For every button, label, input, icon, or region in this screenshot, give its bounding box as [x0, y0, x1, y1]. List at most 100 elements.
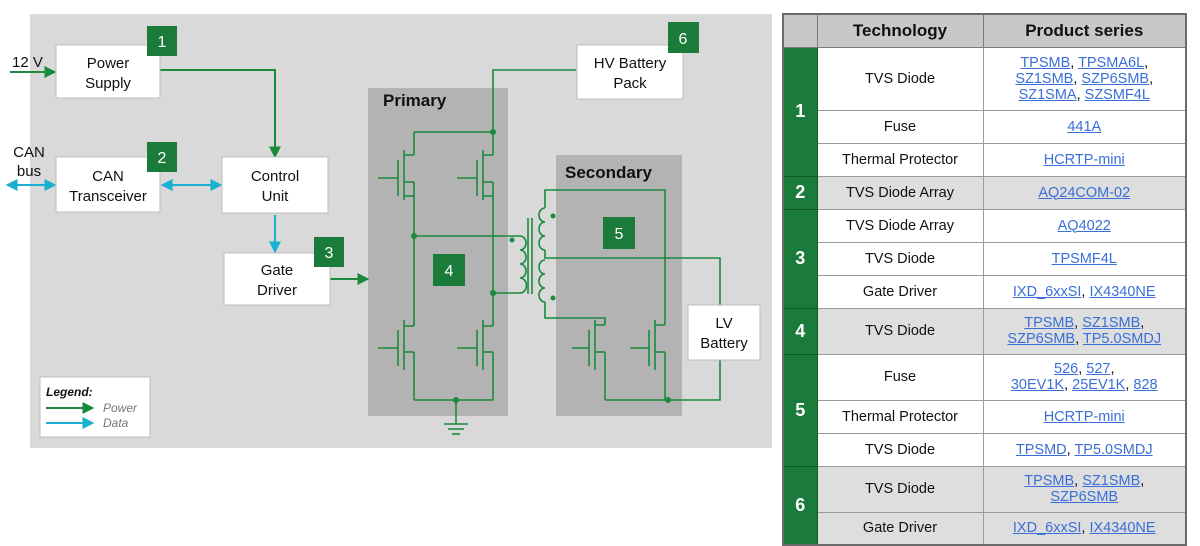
- product-link[interactable]: IXD_6xxSI: [1012, 520, 1082, 537]
- product-link[interactable]: SZ1SMB: [1082, 315, 1141, 331]
- svg-text:Supply: Supply: [85, 75, 131, 92]
- separator: ,: [1125, 377, 1134, 393]
- product-link[interactable]: SZP6SMB: [1007, 331, 1076, 347]
- product-link[interactable]: TPSMA6L: [1078, 54, 1145, 71]
- product-link[interactable]: AQ24COM-02: [1038, 184, 1131, 201]
- technology-cell: TVS Diode: [816, 432, 984, 467]
- primary-label: Primary: [383, 91, 447, 110]
- primary-stage: [368, 88, 508, 416]
- legend-power: Power: [103, 401, 138, 415]
- svg-text:6: 6: [679, 31, 688, 48]
- mosfet-q6: [630, 320, 666, 400]
- product-link[interactable]: SZP6SMB: [1050, 489, 1119, 505]
- badge-5: 5: [603, 217, 635, 249]
- svg-text:Unit: Unit: [262, 188, 290, 205]
- table-row: Thermal Protector HCRTP-mini: [783, 142, 1187, 177]
- technology-cell: TVS Diode: [816, 307, 984, 355]
- technology-cell: Thermal Protector: [816, 142, 984, 177]
- separator: ,: [1075, 331, 1083, 347]
- secondary-label: Secondary: [565, 163, 652, 182]
- product-series-cell: TPSMD, TP5.0SMDJ: [982, 432, 1187, 467]
- product-link[interactable]: 828: [1133, 377, 1158, 393]
- product-series-cell: AQ24COM-02: [982, 175, 1187, 210]
- product-link[interactable]: SZSMF4L: [1084, 86, 1150, 103]
- separator: ,: [1066, 441, 1075, 458]
- product-link[interactable]: 526: [1054, 361, 1079, 377]
- separator: ,: [1140, 473, 1145, 489]
- separator: ,: [1110, 361, 1115, 377]
- circuit-wiring: [378, 69, 721, 435]
- separator: ,: [1073, 70, 1082, 87]
- svg-text:2: 2: [158, 150, 167, 167]
- product-link[interactable]: HCRTP-mini: [1043, 408, 1125, 425]
- product-series-cell: HCRTP-mini: [982, 399, 1187, 434]
- badge-1: 1: [147, 26, 177, 56]
- product-link[interactable]: 25EV1K: [1072, 377, 1126, 393]
- technology-cell: Fuse: [816, 109, 984, 144]
- product-link[interactable]: TPSMB: [1024, 473, 1075, 489]
- product-link[interactable]: TP5.0SMDJ: [1074, 441, 1153, 458]
- product-link[interactable]: AQ4022: [1057, 217, 1111, 234]
- product-link[interactable]: SZP6SMB: [1081, 70, 1150, 87]
- control-unit-block[interactable]: Control Unit: [221, 156, 329, 214]
- product-link[interactable]: 527: [1086, 361, 1111, 377]
- separator: ,: [1074, 315, 1083, 331]
- gate-driver-block[interactable]: Gate Driver: [223, 252, 331, 306]
- product-series-cell: IXD_6xxSI, IX4340NE: [982, 274, 1187, 309]
- product-link[interactable]: TP5.0SMDJ: [1082, 331, 1162, 347]
- product-link[interactable]: TPSMB: [1020, 54, 1071, 71]
- product-link[interactable]: TPSMB: [1024, 315, 1075, 331]
- mosfet-q4: [457, 293, 494, 400]
- product-link[interactable]: IXD_6xxSI: [1012, 283, 1082, 300]
- product-link[interactable]: SZ1SMA: [1018, 86, 1077, 103]
- product-link[interactable]: IX4340NE: [1089, 283, 1156, 300]
- badge-3: 3: [314, 237, 344, 267]
- secondary-stage: [556, 155, 682, 416]
- svg-text:Power: Power: [87, 55, 130, 72]
- technology-cell: Gate Driver: [816, 511, 984, 546]
- supply-to-control-arrow: [160, 69, 281, 159]
- technology-cell: Gate Driver: [816, 274, 984, 309]
- separator: ,: [1076, 86, 1085, 103]
- badge-2: 2: [147, 142, 177, 172]
- separator: ,: [1070, 54, 1079, 71]
- power-arrows: [10, 66, 370, 285]
- svg-text:Control: Control: [251, 168, 299, 185]
- product-link[interactable]: SZ1SMB: [1015, 70, 1074, 87]
- legend-title: Legend:: [46, 385, 93, 399]
- product-link[interactable]: TPSMD: [1015, 441, 1067, 458]
- product-series-cell: TPSMB, TPSMA6L, SZ1SMB, SZP6SMB, SZ1SMA,…: [982, 46, 1187, 111]
- separator: ,: [1064, 377, 1073, 393]
- product-link[interactable]: 441A: [1067, 118, 1102, 135]
- product-link[interactable]: 30EV1K: [1010, 377, 1065, 393]
- product-link[interactable]: IX4340NE: [1089, 520, 1156, 537]
- lv-battery-block[interactable]: LV Battery: [687, 304, 761, 361]
- product-series-cell: 526, 527, 30EV1K, 25EV1K, 828: [982, 353, 1187, 401]
- product-link[interactable]: TPSMF4L: [1051, 250, 1117, 267]
- product-link[interactable]: SZ1SMB: [1082, 473, 1141, 489]
- product-link[interactable]: HCRTP-mini: [1043, 151, 1125, 168]
- can-transceiver-block[interactable]: CAN Transceiver: [55, 156, 161, 213]
- mosfet-q2: [457, 150, 494, 293]
- product-series-cell: 441A: [982, 109, 1187, 144]
- separator: ,: [1144, 54, 1149, 71]
- svg-text:Transceiver: Transceiver: [69, 188, 147, 205]
- technology-cell: TVS Diode Array: [816, 175, 984, 210]
- mosfet-q5: [572, 320, 606, 400]
- hv-battery-block[interactable]: HV Battery Pack: [576, 44, 684, 100]
- can-bus-label-1: CAN: [13, 144, 45, 161]
- technology-cell: Thermal Protector: [816, 399, 984, 434]
- badge-6: 6: [668, 22, 699, 53]
- group-number-1: 1: [782, 46, 818, 177]
- power-supply-block[interactable]: Power Supply: [55, 44, 161, 99]
- svg-text:Battery: Battery: [700, 335, 748, 352]
- badge-4: 4: [433, 254, 465, 286]
- product-series-cell: TPSMB, SZ1SMB, SZP6SMB, TP5.0SMDJ: [982, 307, 1187, 355]
